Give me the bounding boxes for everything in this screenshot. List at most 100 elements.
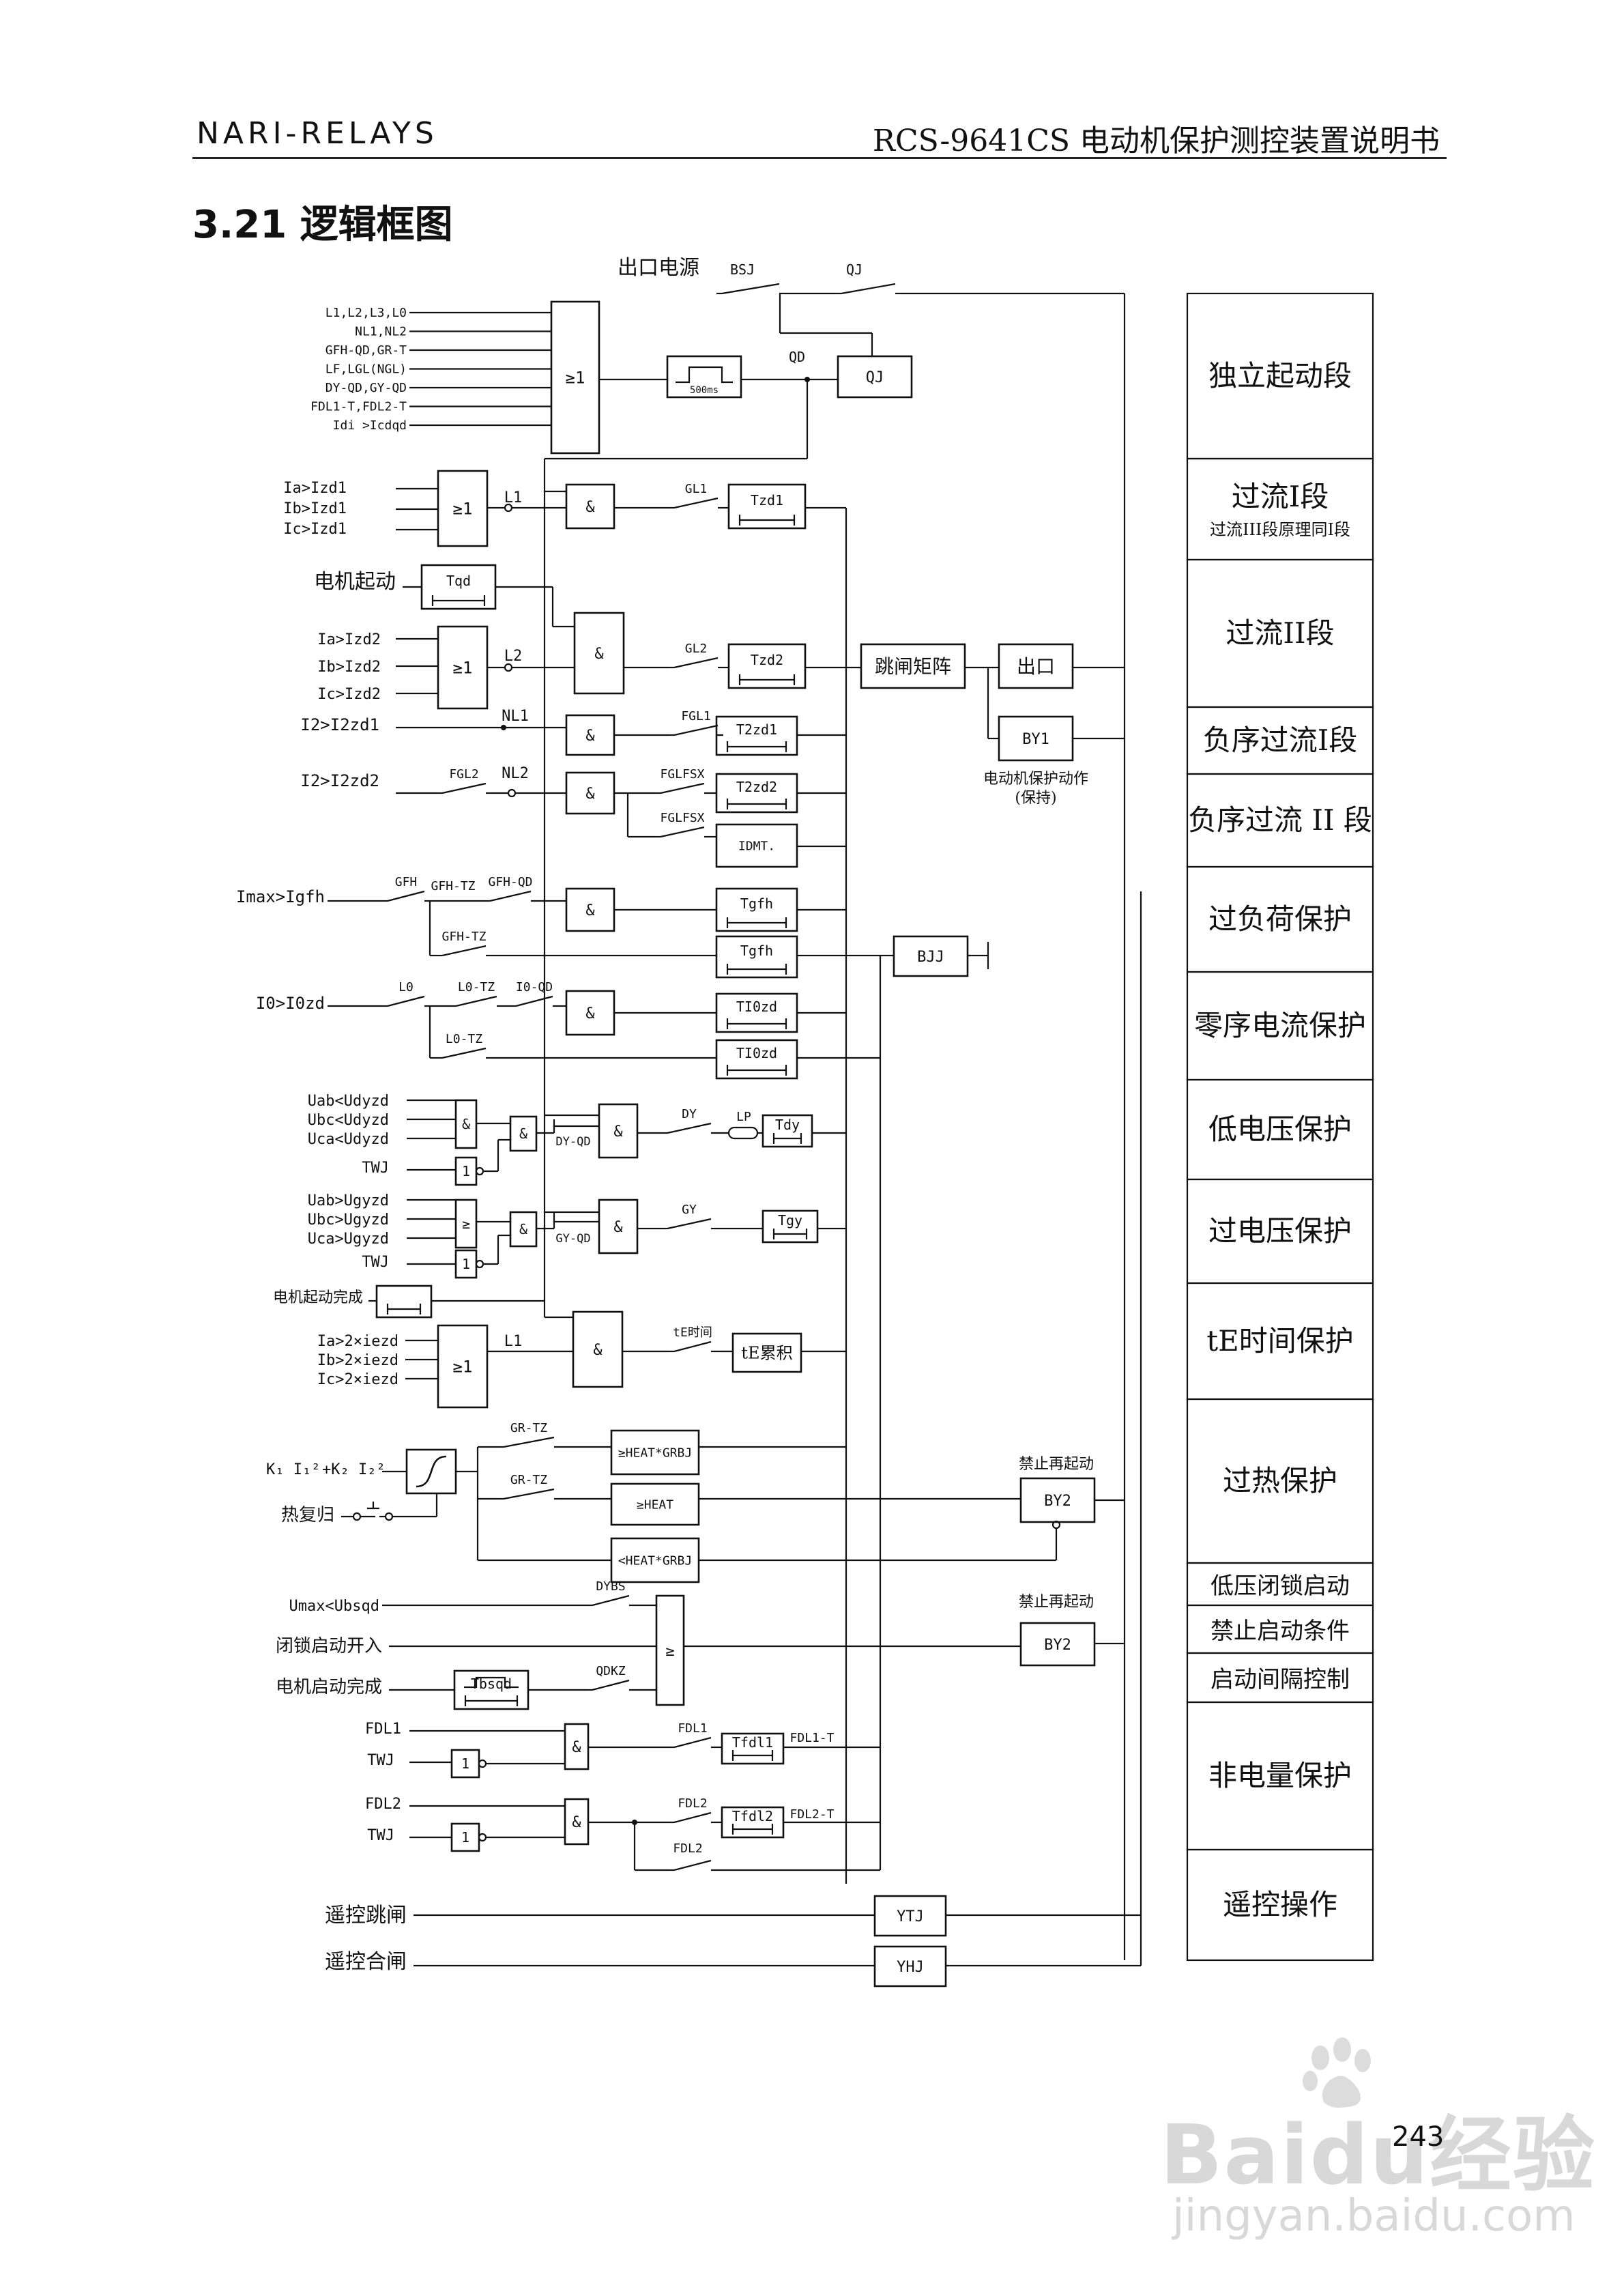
block-or-gate	[655, 1594, 685, 1706]
oc2-node: L2	[504, 648, 523, 665]
block-input3: 电机启动完成	[276, 1677, 382, 1697]
oc2-input: Ia>Izd2	[317, 631, 381, 648]
fdl2-twj: TWJ	[367, 1827, 394, 1844]
open-node	[504, 663, 513, 672]
neg2-node: NL2	[502, 765, 529, 782]
function-label: 低电压保护	[1208, 1113, 1352, 1146]
te-start-timer	[375, 1285, 433, 1319]
oc1-timer-label: Tzd1	[751, 492, 783, 508]
trip-matrix-label: 跳闸矩阵	[875, 655, 951, 678]
page-number: 243	[1392, 2121, 1445, 2153]
wire	[455, 995, 497, 1007]
switch-label: GFH-QD	[488, 875, 532, 889]
ov-qd-label: GY-QD	[555, 1232, 590, 1246]
wire	[721, 283, 780, 295]
switch-label: L0	[398, 980, 414, 994]
ov-or-gate-label: ≥	[462, 1216, 470, 1232]
zero-and-gate-label: &	[585, 1005, 595, 1022]
ovl-timer1-label: Tgfh	[740, 895, 773, 912]
or-input-label: GFH-QD,GR-T	[325, 343, 407, 358]
function-label: tE时间保护	[1206, 1324, 1354, 1358]
qj-box	[837, 355, 913, 399]
heat-box3-label: <HEAT*GRBJ	[618, 1553, 692, 1568]
ovl-timer2	[715, 935, 798, 979]
remote-trip-label: 遥控跳闸	[325, 1904, 407, 1927]
heat-box2	[610, 1482, 700, 1526]
pulse-label: 500ms	[690, 385, 719, 396]
zero-timer2-label: TI0zd	[736, 1045, 777, 1061]
switch-label: tE时间	[673, 1325, 712, 1340]
fdl1-timer-label: Tfdl1	[732, 1734, 773, 1751]
te-input: Ic>2×iezd	[317, 1371, 398, 1388]
start-or-gate	[550, 300, 600, 455]
fdl1-out-label: FDL1-T	[789, 1731, 834, 1745]
block-by2-box-label: BY2	[1044, 1637, 1071, 1654]
bsj-label: BSJ	[730, 261, 755, 278]
oc1-timer	[727, 483, 807, 530]
neg2-input: I2>I2zd2	[300, 771, 379, 790]
wire	[660, 782, 705, 794]
qj-box-label: QJ	[866, 369, 884, 386]
uv-input: Uab<Udyzd	[308, 1093, 389, 1110]
ov-timer	[762, 1209, 819, 1244]
function-label: 低压闭锁启动	[1210, 1573, 1350, 1600]
uv-input: Ubc<Udyzd	[308, 1112, 389, 1129]
fdl1-timer	[721, 1732, 785, 1765]
by1-caption: 电动机保护动作	[983, 771, 1088, 788]
switch-label: GR-TZ	[510, 1473, 547, 1487]
lp-label: LP	[736, 1110, 751, 1124]
oc2-or-gate-label: ≥1	[453, 659, 473, 678]
function-label: 非电量保护	[1208, 1759, 1352, 1792]
function-label: 过流II段	[1226, 616, 1334, 650]
zero-timer1-label: TI0zd	[736, 999, 777, 1015]
fdl2-input: FDL2	[365, 1796, 401, 1813]
open-node	[475, 1166, 484, 1176]
te-timer-label: tE累积	[741, 1344, 792, 1363]
switch-label: GL2	[685, 642, 708, 656]
uv-twj: TWJ	[362, 1160, 389, 1177]
switch-label: FDL1	[678, 1721, 707, 1736]
switch-label: I0-QD	[516, 980, 553, 994]
ov-twj: TWJ	[362, 1254, 389, 1271]
uv-and-gate2-label: &	[519, 1125, 527, 1142]
wire	[673, 724, 719, 736]
oc1-or-gate-label: ≥1	[453, 500, 473, 519]
wire	[441, 945, 487, 957]
remote-close-label: 遥控合闸	[325, 1950, 407, 1974]
te-done-label: 电机起动完成	[273, 1289, 363, 1306]
open-node	[475, 1259, 484, 1269]
switch-label: GL1	[685, 482, 708, 496]
switch-label: DYBS	[596, 1579, 625, 1594]
uv-not-gate-label: 1	[462, 1163, 470, 1179]
wire	[387, 995, 425, 1007]
heat-formula: +K₂ I₂²	[322, 1461, 386, 1478]
zero-input: I0>I0zd	[256, 994, 325, 1013]
ov-and-gate-label: &	[519, 1221, 527, 1237]
by1-caption: (保持)	[1015, 790, 1056, 807]
wire	[592, 1679, 630, 1691]
te-timer	[731, 1332, 802, 1373]
ytj-box-label: YTJ	[897, 1908, 924, 1925]
te-or-gate-label: ≥1	[453, 1358, 473, 1377]
uv-and-gate3	[598, 1103, 639, 1159]
block-input1: Umax<Ubsqd	[289, 1598, 379, 1615]
open-node	[352, 1512, 362, 1521]
or-input-label: L1,L2,L3,L0	[325, 306, 407, 320]
or-input-label: NL1,NL2	[355, 325, 407, 339]
wire	[592, 1594, 630, 1607]
neg1-timer-label: T2zd1	[736, 721, 777, 738]
function-label: 禁止启动条件	[1210, 1618, 1350, 1645]
fdl2-out-label: FDL2-T	[789, 1807, 834, 1822]
or-input-label: DY-QD,GY-QD	[325, 381, 407, 395]
neg1-and-gate-label: &	[585, 728, 595, 745]
oc1-input: Ic>Izd1	[283, 521, 347, 538]
heat-by2-box-label: BY2	[1044, 1493, 1071, 1510]
qj-label: QJ	[846, 261, 862, 278]
open-node	[504, 503, 513, 513]
switch-label: L0-TZ	[458, 980, 495, 994]
wire	[503, 1436, 555, 1448]
function-label: 遥控操作	[1223, 1888, 1337, 1921]
neg2-timer-label: T2zd2	[736, 779, 777, 795]
block-or-gate-label: ≥	[665, 1643, 674, 1660]
